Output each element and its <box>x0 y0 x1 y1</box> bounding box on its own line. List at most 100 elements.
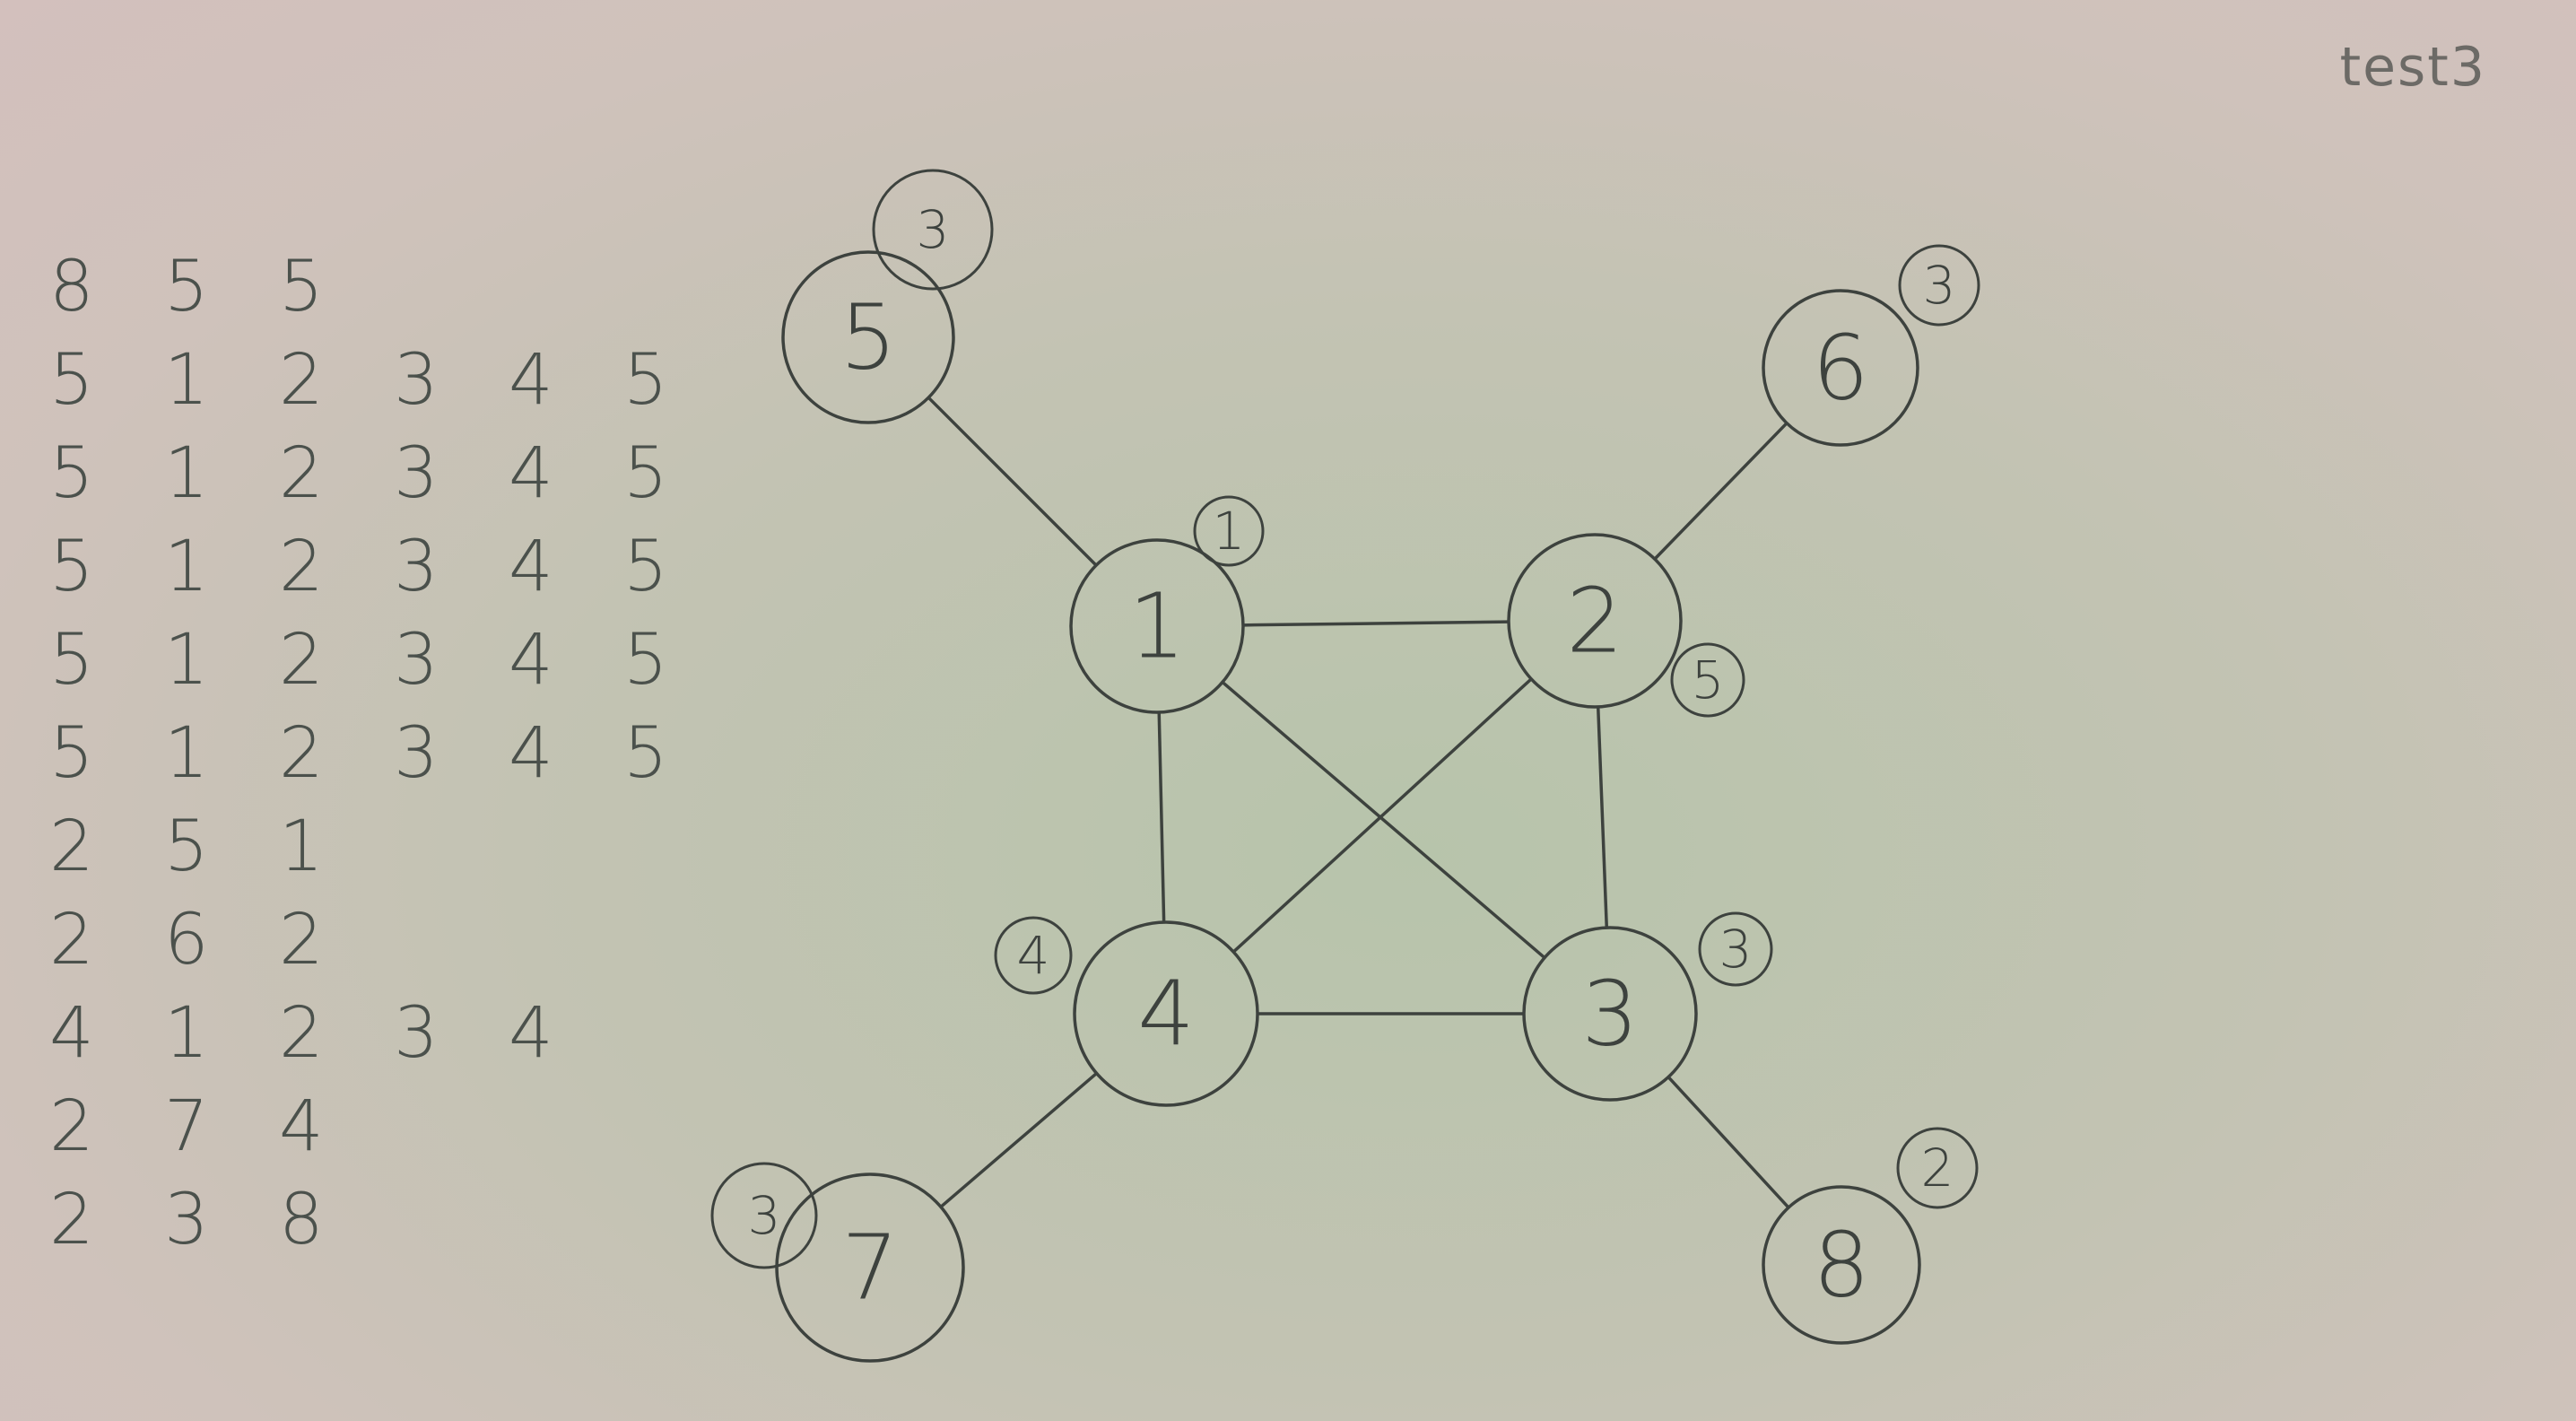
matrix-cell: 4 <box>279 1086 324 1167</box>
edge-2-4 <box>1232 677 1533 954</box>
node-8-label: 8 <box>1813 1213 1870 1318</box>
edge-2-6 <box>1653 422 1788 561</box>
node-4: 44 <box>994 916 1259 1107</box>
node-1-circle <box>1069 538 1245 714</box>
matrix-cell: 1 <box>164 340 209 421</box>
matrix-cell: 5 <box>49 433 94 514</box>
node-7-circle <box>775 1173 965 1363</box>
matrix-cell: 3 <box>394 620 439 701</box>
matrix-cell: 2 <box>279 340 324 421</box>
node-3-badge-circle <box>1698 911 1773 987</box>
matrix-cell: 2 <box>279 620 324 701</box>
node-2-label: 2 <box>1566 569 1623 674</box>
matrix-cell: 2 <box>279 900 324 981</box>
node-8-circle <box>1762 1185 1921 1345</box>
matrix-cell: 5 <box>164 806 209 887</box>
node-6: 36 <box>1762 244 1980 447</box>
edge-1-5 <box>927 396 1098 567</box>
node-3-circle <box>1522 926 1698 1102</box>
matrix-cell: 3 <box>394 340 439 421</box>
edge-2-3 <box>1596 706 1609 928</box>
edge-1-3 <box>1221 681 1546 959</box>
node-2: 52 <box>1507 533 1745 718</box>
matrix-cell: 5 <box>623 433 668 514</box>
node-1-label: 1 <box>1128 574 1186 679</box>
matrix-cell: 4 <box>509 713 553 794</box>
node-8: 28 <box>1762 1127 1979 1345</box>
page-title: test3 <box>2339 36 2486 99</box>
matrix-cell: 2 <box>279 527 324 607</box>
node-4-circle <box>1073 920 1259 1107</box>
matrix-cell: 8 <box>49 247 94 327</box>
matrix-cell: 4 <box>509 620 553 701</box>
matrix-cell: 1 <box>164 620 209 701</box>
matrix-cell: 3 <box>394 433 439 514</box>
edge-1-2 <box>1242 620 1510 627</box>
node-5-badge-circle <box>872 169 994 291</box>
matrix-cell: 1 <box>279 806 324 887</box>
edge-3-8 <box>1667 1076 1790 1209</box>
node-5-label: 5 <box>840 285 897 390</box>
node-6-badge-label: 3 <box>1923 255 1956 316</box>
node-8-badge-label: 2 <box>1921 1138 1954 1199</box>
matrix-cell: 5 <box>164 247 209 327</box>
node-6-label: 6 <box>1812 316 1869 421</box>
matrix-cell: 5 <box>623 713 668 794</box>
node-6-circle <box>1762 289 1919 447</box>
matrix-cell: 5 <box>49 713 94 794</box>
matrix-cell: 4 <box>509 340 553 421</box>
node-3: 33 <box>1522 911 1773 1102</box>
node-5-badge-label: 3 <box>917 199 950 260</box>
matrix-cell: 5 <box>623 527 668 607</box>
node-2-badge-label: 5 <box>1692 649 1725 710</box>
matrix-cell: 3 <box>164 1180 209 1260</box>
node-4-badge-label: 4 <box>1017 925 1050 986</box>
matrix-cell: 1 <box>164 433 209 514</box>
matrix-cell: 1 <box>164 713 209 794</box>
matrix-cell: 2 <box>49 900 94 981</box>
matrix-cell: 6 <box>164 900 209 981</box>
matrix-cell: 2 <box>279 433 324 514</box>
matrix-cell: 4 <box>509 993 553 1074</box>
matrix-cell: 5 <box>623 620 668 701</box>
node-7-badge-circle <box>710 1162 818 1269</box>
node-6-badge-circle <box>1898 244 1980 327</box>
edge-1-4 <box>1157 711 1166 923</box>
matrix-cell: 4 <box>509 527 553 607</box>
matrix-cell: 3 <box>394 713 439 794</box>
node-4-label: 4 <box>1137 962 1195 1067</box>
matrix-cell: 2 <box>49 806 94 887</box>
matrix-cell: 8 <box>279 1180 324 1260</box>
node-1: 11 <box>1069 495 1265 714</box>
matrix-cell: 2 <box>279 713 324 794</box>
matrix-cell: 2 <box>49 1086 94 1167</box>
node-7-label: 7 <box>841 1216 899 1321</box>
node-7-badge-label: 3 <box>748 1185 781 1246</box>
matrix-cell: 2 <box>49 1180 94 1260</box>
node-2-badge-circle <box>1670 642 1745 718</box>
matrix-cell: 3 <box>394 993 439 1074</box>
matrix-cell: 5 <box>49 620 94 701</box>
node-5: 35 <box>781 169 994 424</box>
matrix-cell: 5 <box>279 247 324 327</box>
node-3-badge-label: 3 <box>1719 919 1753 980</box>
matrix-cell: 4 <box>49 993 94 1074</box>
matrix-cell: 3 <box>394 527 439 607</box>
node-3-label: 3 <box>1581 962 1639 1067</box>
matrix-cell: 7 <box>164 1086 209 1167</box>
node-4-badge-circle <box>994 916 1073 995</box>
